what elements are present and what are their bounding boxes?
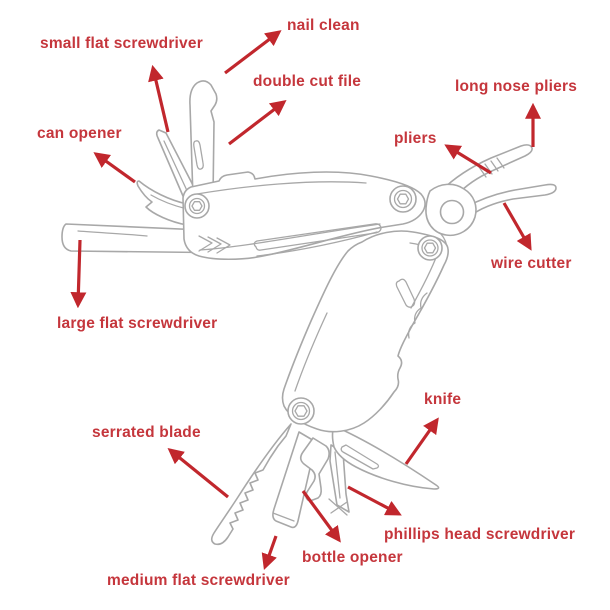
label-medium-flat-screwdriver: medium flat screwdriver (107, 572, 290, 589)
arrow-bottle-opener (301, 490, 341, 543)
nail-clean-file-tool (189, 80, 218, 199)
label-wire-cutter: wire cutter (491, 255, 572, 272)
pliers-pivot (425, 183, 477, 237)
callout-arrows (70, 30, 541, 571)
arrow-wire-cutter (502, 202, 532, 251)
arrow-medium-flat-screwdriver (261, 535, 278, 571)
label-serrated-blade: serrated blade (92, 424, 201, 441)
label-bottle-opener: bottle opener (302, 549, 403, 566)
upper-handle (182, 171, 426, 261)
lower-handle (281, 230, 449, 433)
label-small-flat-screwdriver: small flat screwdriver (40, 35, 203, 52)
arrow-can-opener (93, 152, 136, 184)
serrated-blade-tool (210, 423, 292, 546)
small-flat-screwdriver-tool (155, 129, 198, 204)
label-double-cut-file: double cut file (253, 73, 362, 90)
label-can-opener: can opener (37, 125, 122, 142)
label-nail-clean: nail clean (287, 17, 360, 34)
label-knife: knife (424, 391, 462, 408)
arrow-serrated-blade (167, 447, 230, 499)
label-long-nose-pliers: long nose pliers (455, 78, 578, 95)
label-large-flat-screwdriver: large flat screwdriver (57, 315, 218, 332)
knife-tool (331, 425, 440, 490)
arrow-phillips-head-screwdriver (347, 485, 402, 516)
arrow-pliers (444, 144, 492, 175)
arrow-nail-clean (224, 30, 282, 75)
label-pliers: pliers (394, 130, 437, 147)
arrow-knife (404, 417, 439, 465)
arrow-small-flat-screwdriver (148, 64, 170, 133)
arrow-large-flat-screwdriver (70, 239, 87, 309)
arrow-double-cut-file (228, 100, 287, 146)
label-phillips-head-screwdriver: phillips head screwdriver (384, 526, 576, 543)
